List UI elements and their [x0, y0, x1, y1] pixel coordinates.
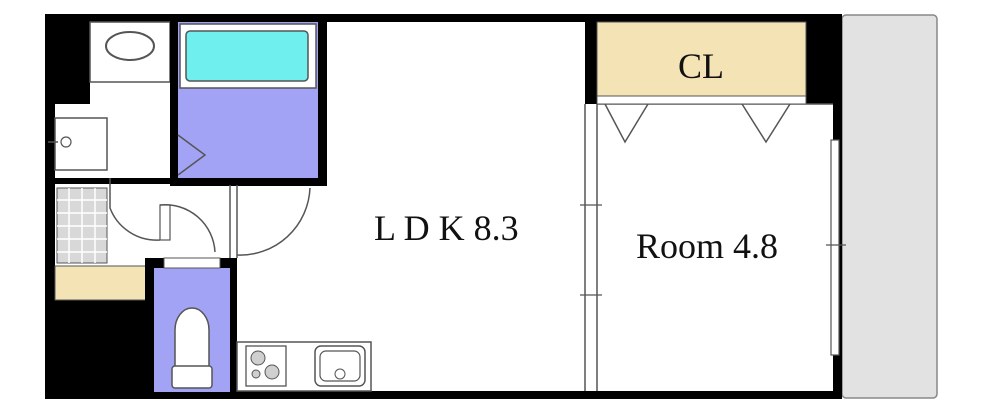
sink-basin — [105, 31, 155, 61]
toilet — [174, 307, 210, 371]
wall-blocks — [45, 14, 842, 399]
corridor — [55, 178, 327, 258]
stove — [245, 345, 287, 387]
toilet-room — [145, 257, 237, 399]
bathroom-door-swing — [177, 134, 207, 176]
room-window — [826, 139, 846, 356]
shoe-shelf — [54, 265, 148, 301]
ldk-label: L D K 8.3 — [374, 208, 519, 248]
bathroom — [170, 14, 327, 186]
room-label: Room 4.8 — [636, 226, 778, 266]
entrance-tiles — [56, 187, 108, 264]
balcony — [841, 14, 938, 399]
closet-label: CL — [678, 46, 724, 86]
washroom — [48, 21, 171, 172]
kitchen-counter — [236, 341, 372, 392]
closet-door-swings — [604, 103, 791, 144]
